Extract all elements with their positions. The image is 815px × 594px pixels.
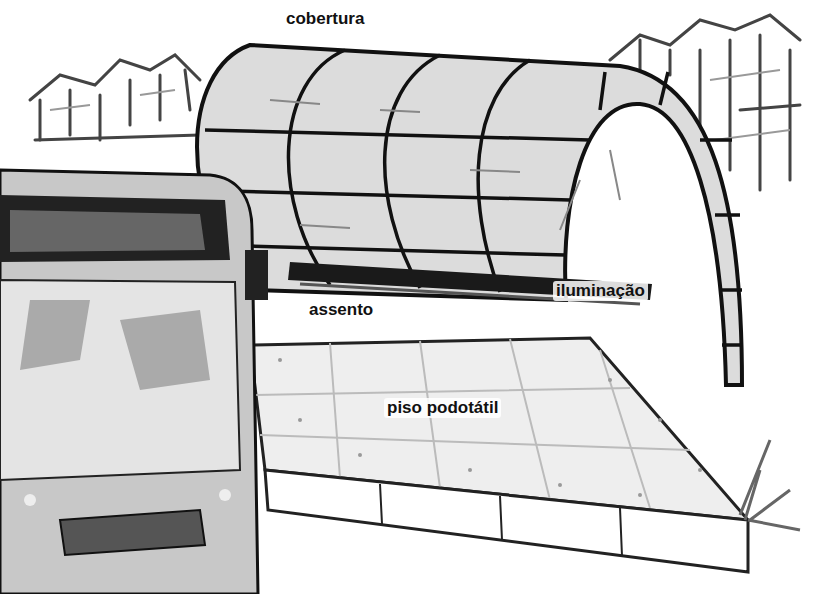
shelter-roof <box>197 45 742 385</box>
part-label: piso podotátil <box>384 398 501 418</box>
bus <box>0 170 258 594</box>
part-label: assento <box>306 300 376 320</box>
part-label: cobertura <box>283 9 367 29</box>
curb <box>265 470 748 572</box>
part-label: iluminação <box>553 281 648 301</box>
